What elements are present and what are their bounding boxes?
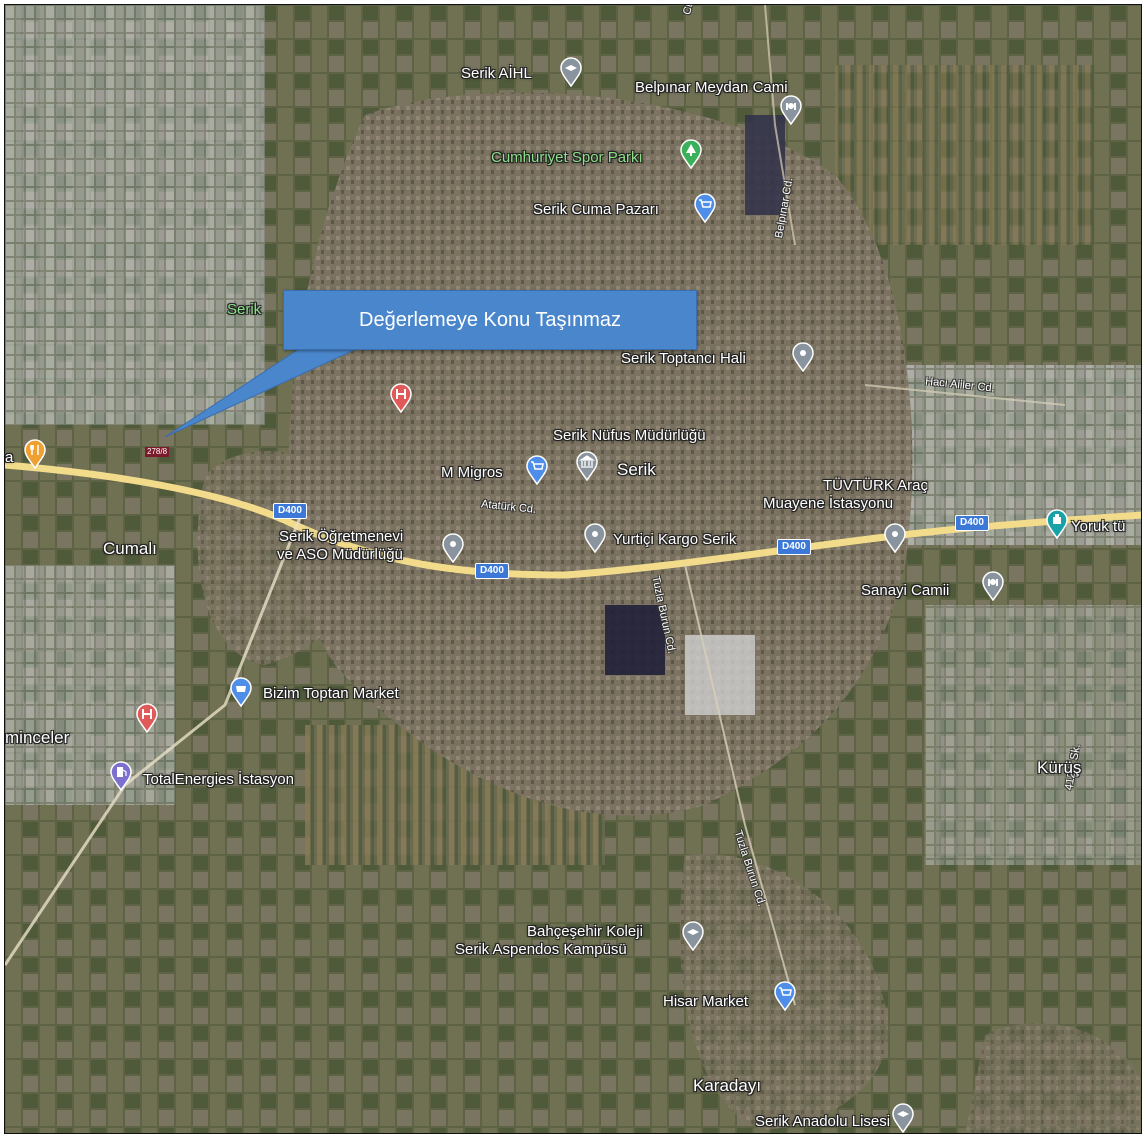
market-hall-pin-icon[interactable]	[791, 342, 815, 372]
place-label-ogretmenevi-line2[interactable]: ve ASO Müdürlüğü	[277, 546, 403, 563]
place-label-nufus[interactable]: Serik Nüfus Müdürlüğü	[553, 427, 706, 444]
inspection-station-pin-icon[interactable]	[883, 523, 907, 553]
place-label-serik-partial[interactable]: Serik	[227, 301, 262, 318]
place-label-totalenergies[interactable]: TotalEnergies İstasyon	[143, 771, 294, 788]
place-label-tuvturk-line2[interactable]: Muayene İstasyonu	[763, 495, 894, 512]
shopping-pin-icon[interactable]	[693, 193, 717, 223]
callout-text: Değerlemeye Konu Taşınmaz	[359, 308, 621, 331]
park-pin-icon[interactable]	[679, 139, 703, 169]
place-label-yoruk[interactable]: Yoruk tü	[1071, 518, 1126, 535]
hospital-pin-icon[interactable]	[389, 383, 413, 413]
place-label-cuma-pazari[interactable]: Serik Cuma Pazarı	[533, 201, 659, 218]
place-label-tuvturk-line1[interactable]: TÜVTÜRK Araç	[823, 477, 929, 494]
subject-property-callout: Değerlemeye Konu Taşınmaz	[283, 290, 697, 350]
fuel-station-pin-icon[interactable]	[109, 761, 133, 791]
place-label-hisar-market[interactable]: Hisar Market	[663, 993, 749, 1010]
highway-shield: D400	[273, 503, 307, 519]
place-label-yurtici[interactable]: Yurtiçi Kargo Serik	[613, 531, 737, 548]
place-label-cumhuriyet-park[interactable]: Cumhuriyet Spor Parkı	[491, 149, 643, 166]
college-pin-icon[interactable]	[681, 921, 705, 951]
place-label-toptanci-hali[interactable]: Serik Toptancı Hali	[621, 350, 746, 367]
highway-shield: D400	[777, 539, 811, 555]
place-label-bizim-toptan[interactable]: Bizim Toptan Market	[263, 685, 399, 702]
place-label-cumali[interactable]: Cumalı	[103, 539, 157, 558]
highway-shield: D400	[955, 515, 989, 531]
mosque-pin-icon[interactable]	[779, 95, 803, 125]
place-label-belpinar-cami[interactable]: Belpınar Meydan Cami	[635, 79, 788, 96]
callout-pointer	[164, 344, 366, 438]
monument-pin-icon[interactable]	[1045, 509, 1069, 539]
place-label-ogretmenevi-line1[interactable]: Serik Öğretmenevi	[279, 528, 404, 545]
highway-shield: D400	[475, 563, 509, 579]
government-pin-icon[interactable]	[575, 451, 599, 481]
guesthouse-pin-icon[interactable]	[441, 533, 465, 563]
place-label-serik-town[interactable]: Serik	[617, 460, 656, 479]
hospital-pin-icon[interactable]	[135, 703, 159, 733]
cargo-pin-icon[interactable]	[583, 523, 607, 553]
supermarket-pin-icon[interactable]	[525, 455, 549, 485]
place-label-left-edge[interactable]: a	[5, 449, 14, 466]
wholesale-market-pin-icon[interactable]	[229, 677, 253, 707]
parcel-marker[interactable]: 278/8	[145, 447, 170, 457]
place-label-karadayi[interactable]: Karadayı	[693, 1076, 762, 1095]
place-label-minceler[interactable]: minceler	[5, 728, 70, 747]
high-school-pin-icon[interactable]	[891, 1103, 915, 1133]
place-label-bahcesehir-line1[interactable]: Bahçeşehir Koleji	[527, 923, 643, 940]
place-label-migros[interactable]: M Migros	[441, 464, 503, 481]
school-pin-icon[interactable]	[559, 57, 583, 87]
place-label-anadolu-lisesi[interactable]: Serik Anadolu Lisesi	[755, 1113, 891, 1130]
place-label-sanayi-camii[interactable]: Sanayi Camii	[861, 582, 950, 599]
hisar-market-pin-icon[interactable]	[773, 981, 797, 1011]
satellite-map[interactable]: Değerlemeye Konu Taşınmaz 278/8 D400 D40…	[4, 4, 1142, 1134]
sanayi-mosque-pin-icon[interactable]	[981, 571, 1005, 601]
place-label-bahcesehir-line2[interactable]: Serik Aspendos Kampüsü	[455, 941, 627, 958]
place-label-serik-aihl[interactable]: Serik AİHL	[461, 65, 532, 82]
restaurant-pin-icon[interactable]	[23, 439, 47, 469]
place-label-kurus[interactable]: Kürüş	[1037, 758, 1082, 777]
